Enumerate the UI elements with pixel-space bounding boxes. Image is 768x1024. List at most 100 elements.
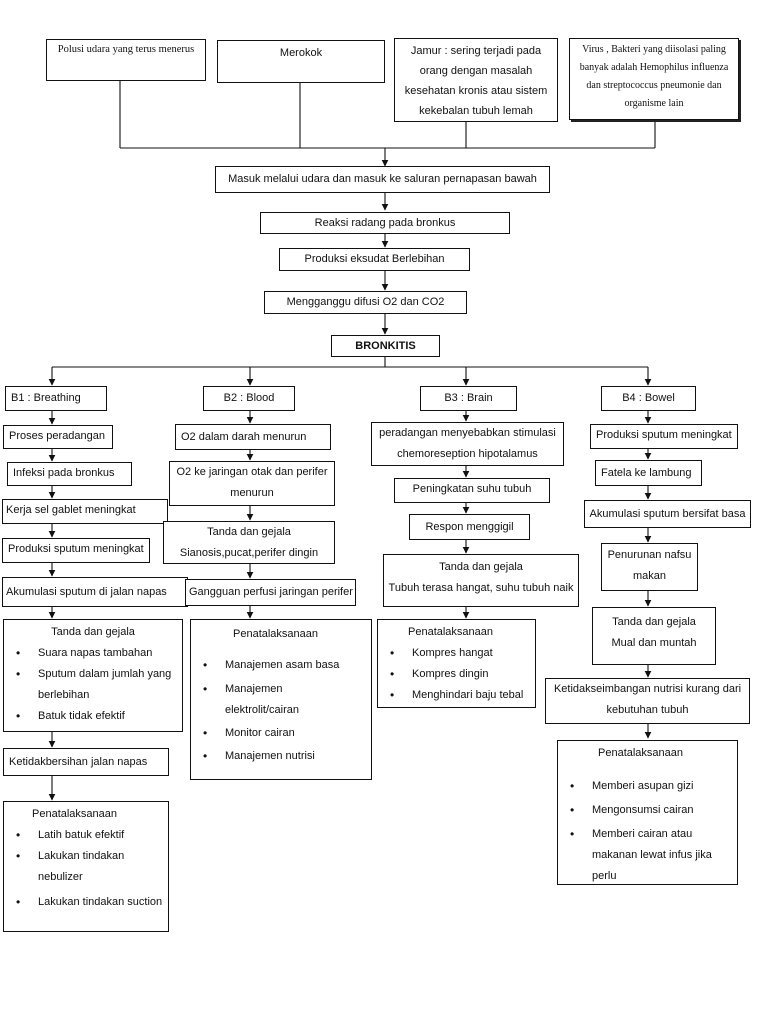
b1-step-4: Produksi sputum meningkat [2, 538, 150, 563]
chain-step-exudate-text: Produksi eksudat Berlebihan [304, 253, 445, 265]
cause-fungus: Jamur : sering terjadi pada orang dengan… [394, 38, 558, 122]
b3-management: Penatalaksanaan Kompres hangat Kompres d… [377, 619, 536, 708]
b4-management-title: Penatalaksanaan [598, 747, 684, 759]
list-item: Sputum dalam jumlah yang berlebihan [16, 664, 182, 706]
b1-management-list: Latih batuk efektif Lakukan tindakan neb… [4, 825, 168, 913]
b1-head-text: B1 : Breathing [11, 392, 81, 404]
b2-step-2: O2 ke jaringan otak dan perifer menurun [169, 461, 335, 506]
b2-diagnosis-text: Gangguan perfusi jaringan perifer [189, 586, 353, 598]
chain-step-diffusion-text: Mengganggu difusi O2 dan CO2 [286, 296, 445, 308]
list-item: Manajemen elektrolit/cairan [203, 679, 305, 721]
list-item: Manajemen nutrisi [203, 746, 371, 767]
b1-diagnosis-text: Ketidakbersihan jalan napas [9, 756, 148, 768]
b1-diagnosis: Ketidakbersihan jalan napas [3, 748, 169, 776]
chain-step-diffusion: Mengganggu difusi O2 dan CO2 [264, 291, 467, 314]
b1-step-3-text: Kerja sel gablet meningkat [6, 504, 136, 516]
b3-step-3: Respon menggigil [409, 514, 530, 540]
chain-step-entry: Masuk melalui udara dan masuk ke saluran… [215, 166, 550, 193]
b3-signs-title: Tanda dan gejala [439, 561, 523, 573]
cause-smoking: Merokok [217, 40, 385, 83]
b4-management: Penatalaksanaan Memberi asupan gizi Meng… [557, 740, 738, 885]
b3-step-1: peradangan menyebabkan stimulasi chemore… [371, 422, 564, 466]
b3-management-title: Penatalaksanaan [408, 626, 494, 638]
b2-management: Penatalaksanaan Manajemen asam basa Mana… [190, 619, 372, 780]
cause-air-pollution: Polusi udara yang terus menerus [46, 39, 206, 81]
b1-head: B1 : Breathing [5, 386, 107, 411]
b1-step-2: Infeksi pada bronkus [7, 462, 132, 486]
list-item: Latih batuk efektif [16, 825, 168, 846]
chain-step-entry-text: Masuk melalui udara dan masuk ke saluran… [228, 173, 537, 185]
b1-signs: Tanda dan gejala Suara napas tambahan Sp… [3, 619, 183, 732]
b4-step-4: Penurunan nafsu makan [601, 543, 698, 591]
b2-step-2-text: O2 ke jaringan otak dan perifer menurun [176, 466, 328, 499]
b2-head: B2 : Blood [203, 386, 295, 411]
chain-step-exudate: Produksi eksudat Berlebihan [279, 248, 470, 271]
cause-air-pollution-text: Polusi udara yang terus menerus [57, 44, 195, 55]
cause-smoking-text: Merokok [279, 47, 323, 59]
center-bronkitis: BRONKITIS [331, 335, 440, 357]
list-item: Lakukan tindakan suction [16, 892, 168, 913]
center-bronkitis-text: BRONKITIS [355, 340, 416, 352]
cause-virus-bacteria-text: Virus , Bakteri yang diisolasi paling ba… [579, 44, 729, 109]
b3-management-list: Kompres hangat Kompres dingin Menghindar… [378, 643, 535, 706]
list-item: Menghindari baju tebal [390, 685, 535, 706]
b2-signs: Tanda dan gejala Sianosis,pucat,perifer … [163, 521, 335, 564]
b1-step-2-text: Infeksi pada bronkus [13, 467, 115, 479]
b2-signs-title: Tanda dan gejala [207, 526, 291, 538]
b4-signs-text: Mual dan muntah [611, 637, 697, 649]
cause-virus-bacteria: Virus , Bakteri yang diisolasi paling ba… [569, 38, 739, 120]
b1-step-3: Kerja sel gablet meningkat [2, 499, 168, 524]
list-item: Monitor cairan [203, 723, 371, 744]
b1-signs-list: Suara napas tambahan Sputum dalam jumlah… [4, 643, 182, 727]
chain-step-inflammation: Reaksi radang pada bronkus [260, 212, 510, 234]
b3-head-text: B3 : Brain [444, 392, 493, 404]
b1-signs-title: Tanda dan gejala [51, 626, 135, 638]
b2-head-text: B2 : Blood [223, 392, 275, 404]
b3-step-2-text: Peningkatan suhu tubuh [412, 483, 532, 495]
list-item: Manajemen asam basa [203, 655, 371, 676]
b4-diagnosis: Ketidakseimbangan nutrisi kurang dari ke… [545, 678, 750, 724]
b1-management: Penatalaksanaan Latih batuk efektif Laku… [3, 801, 169, 932]
b2-step-1: O2 dalam darah menurun [175, 424, 331, 450]
b1-management-title: Penatalaksanaan [32, 808, 118, 820]
b4-step-3: Akumulasi sputum bersifat basa [584, 500, 751, 528]
list-item: Mengonsumsi cairan [570, 800, 737, 821]
list-item: Suara napas tambahan [16, 643, 182, 664]
b1-step-1-text: Proses peradangan [9, 430, 106, 442]
b3-signs: Tanda dan gejala Tubuh terasa hangat, su… [383, 554, 579, 607]
b2-diagnosis: Gangguan perfusi jaringan perifer [185, 579, 356, 606]
b4-step-1-text: Produksi sputum meningkat [596, 429, 732, 441]
b4-management-list: Memberi asupan gizi Mengonsumsi cairan M… [558, 776, 737, 887]
b3-step-3-text: Respon menggigil [425, 521, 514, 533]
cause-fungus-text: Jamur : sering terjadi pada orang dengan… [404, 45, 548, 117]
b2-management-list: Manajemen asam basa Manajemen elektrolit… [191, 655, 371, 767]
b1-step-5-text: Akumulasi sputum di jalan napas [6, 586, 167, 598]
list-item: Memberi asupan gizi [570, 776, 737, 797]
chain-step-inflammation-text: Reaksi radang pada bronkus [314, 217, 456, 229]
b2-step-1-text: O2 dalam darah menurun [181, 431, 307, 443]
b4-step-4-text: Penurunan nafsu makan [607, 549, 692, 582]
list-item: Batuk tidak efektif [16, 706, 182, 727]
b4-step-1: Produksi sputum meningkat [590, 424, 738, 449]
b4-step-2-text: Fatela ke lambung [601, 467, 692, 479]
b4-diagnosis-text: Ketidakseimbangan nutrisi kurang dari ke… [553, 683, 742, 716]
list-item: Kompres dingin [390, 664, 535, 685]
b3-signs-text: Tubuh terasa hangat, suhu tubuh naik [388, 582, 574, 594]
b1-step-4-text: Produksi sputum meningkat [8, 543, 144, 555]
list-item: Memberi cairan atau makanan lewat infus … [570, 824, 720, 887]
b2-signs-text: Sianosis,pucat,perifer dingin [179, 547, 319, 559]
b4-head-text: B4 : Bowel [622, 392, 675, 404]
b3-head: B3 : Brain [420, 386, 517, 411]
b4-step-2: Fatela ke lambung [595, 460, 702, 486]
b4-step-3-text: Akumulasi sputum bersifat basa [589, 508, 746, 520]
b4-head: B4 : Bowel [601, 386, 696, 411]
b3-step-2: Peningkatan suhu tubuh [394, 478, 550, 503]
b3-step-1-text: peradangan menyebabkan stimulasi chemore… [379, 427, 556, 460]
list-item: Kompres hangat [390, 643, 535, 664]
b4-signs-title: Tanda dan gejala [612, 616, 696, 628]
b1-step-1: Proses peradangan [3, 425, 113, 449]
b1-step-5: Akumulasi sputum di jalan napas [2, 577, 188, 607]
list-item: Lakukan tindakan nebulizer [16, 846, 168, 888]
b4-signs: Tanda dan gejala Mual dan muntah [592, 607, 716, 665]
